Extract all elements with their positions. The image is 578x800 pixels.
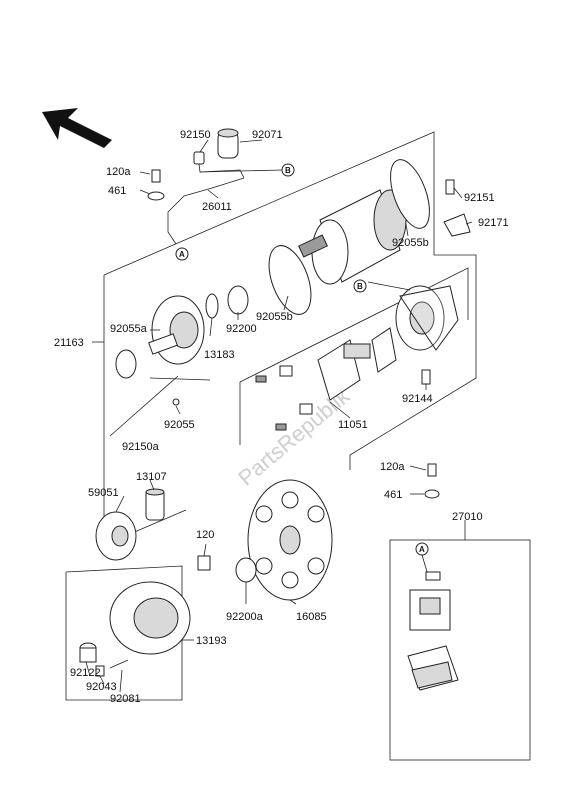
starter-front-cover (109, 285, 249, 437)
label-92171: 92171 (478, 217, 509, 229)
starter-assembly-outline (92, 131, 477, 546)
starter-rear-cover: B (353, 179, 471, 385)
label-13193: 13193 (196, 635, 227, 647)
label-13183: 13183 (204, 349, 235, 361)
label-16085: 16085 (296, 611, 327, 623)
label-21163: 21163 (54, 337, 84, 349)
watermark: PartsRepublik (233, 383, 355, 491)
callout-a-top: A (179, 250, 185, 259)
label-92071: 92071 (252, 129, 283, 141)
label-92151: 92151 (464, 192, 495, 204)
starter-clutch-gear (197, 479, 333, 601)
label-26011: 26011 (202, 201, 232, 213)
label-92055b-mid: 92055b (256, 311, 293, 323)
label-92081: 92081 (110, 693, 141, 705)
starter-clutch-group (65, 565, 191, 701)
label-92150: 92150 (180, 129, 211, 141)
label-120a-bot: 120a (380, 461, 405, 473)
brush-holder-assembly (255, 327, 397, 431)
starter-relay: A (389, 463, 531, 761)
label-92043: 92043 (86, 681, 117, 693)
leader-lines (85, 139, 473, 693)
label-13107: 13107 (136, 471, 167, 483)
label-92055: 92055 (164, 419, 195, 431)
label-461-bot: 461 (384, 489, 402, 501)
label-92150a: 92150a (122, 441, 160, 453)
label-11051: 11051 (338, 419, 368, 431)
callout-a-bottom: A (419, 545, 425, 554)
callout-b-top: B (285, 166, 291, 175)
part-number-labels: 92150 92071 120a 461 26011 92055b 92151 … (54, 129, 509, 705)
label-120a-top: 120a (106, 166, 131, 178)
label-92055b-top: 92055b (392, 237, 429, 249)
starter-yoke (268, 159, 430, 315)
label-92200: 92200 (226, 323, 257, 335)
label-92144: 92144 (402, 393, 433, 405)
label-92200a: 92200a (226, 611, 264, 623)
label-27010: 27010 (452, 511, 483, 523)
label-59051: 59051 (88, 487, 119, 499)
callout-b-mid: B (357, 282, 363, 291)
label-120: 120 (196, 529, 214, 541)
starter-lead-26011: B A (147, 128, 295, 261)
starter-idle-gear (95, 488, 165, 561)
label-92122: 92122 (70, 667, 101, 679)
label-461-top: 461 (108, 185, 126, 197)
direction-arrow-icon (42, 108, 112, 148)
label-92055a: 92055a (110, 323, 148, 335)
